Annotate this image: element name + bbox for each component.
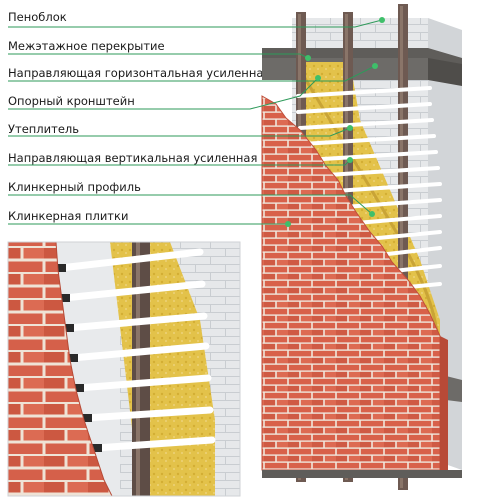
label-support-bracket: Опорный кронштейн: [8, 94, 135, 108]
label-insulation: Утеплитель: [8, 122, 80, 136]
label-foam-block: Пеноблок: [8, 10, 67, 24]
label-vertical-rail: Направляющая вертикальная усиленная: [8, 151, 258, 165]
label-clinker-tiles: Клинкерная плитки: [8, 209, 129, 223]
label-horizontal-rail: Направляющая горизонтальная усиленная: [8, 66, 271, 80]
horizontal-profiles: [296, 86, 442, 290]
detail-inset: [8, 242, 240, 496]
label-clinker-profile: Клинкерный профиль: [8, 180, 141, 194]
ground-slab: [262, 470, 462, 478]
clinker-tile-facing: [261, 95, 448, 471]
leader-markers: [285, 17, 385, 227]
inset-frame: [7, 241, 241, 497]
label-floor-slab: Межэтажное перекрытие: [8, 39, 165, 53]
